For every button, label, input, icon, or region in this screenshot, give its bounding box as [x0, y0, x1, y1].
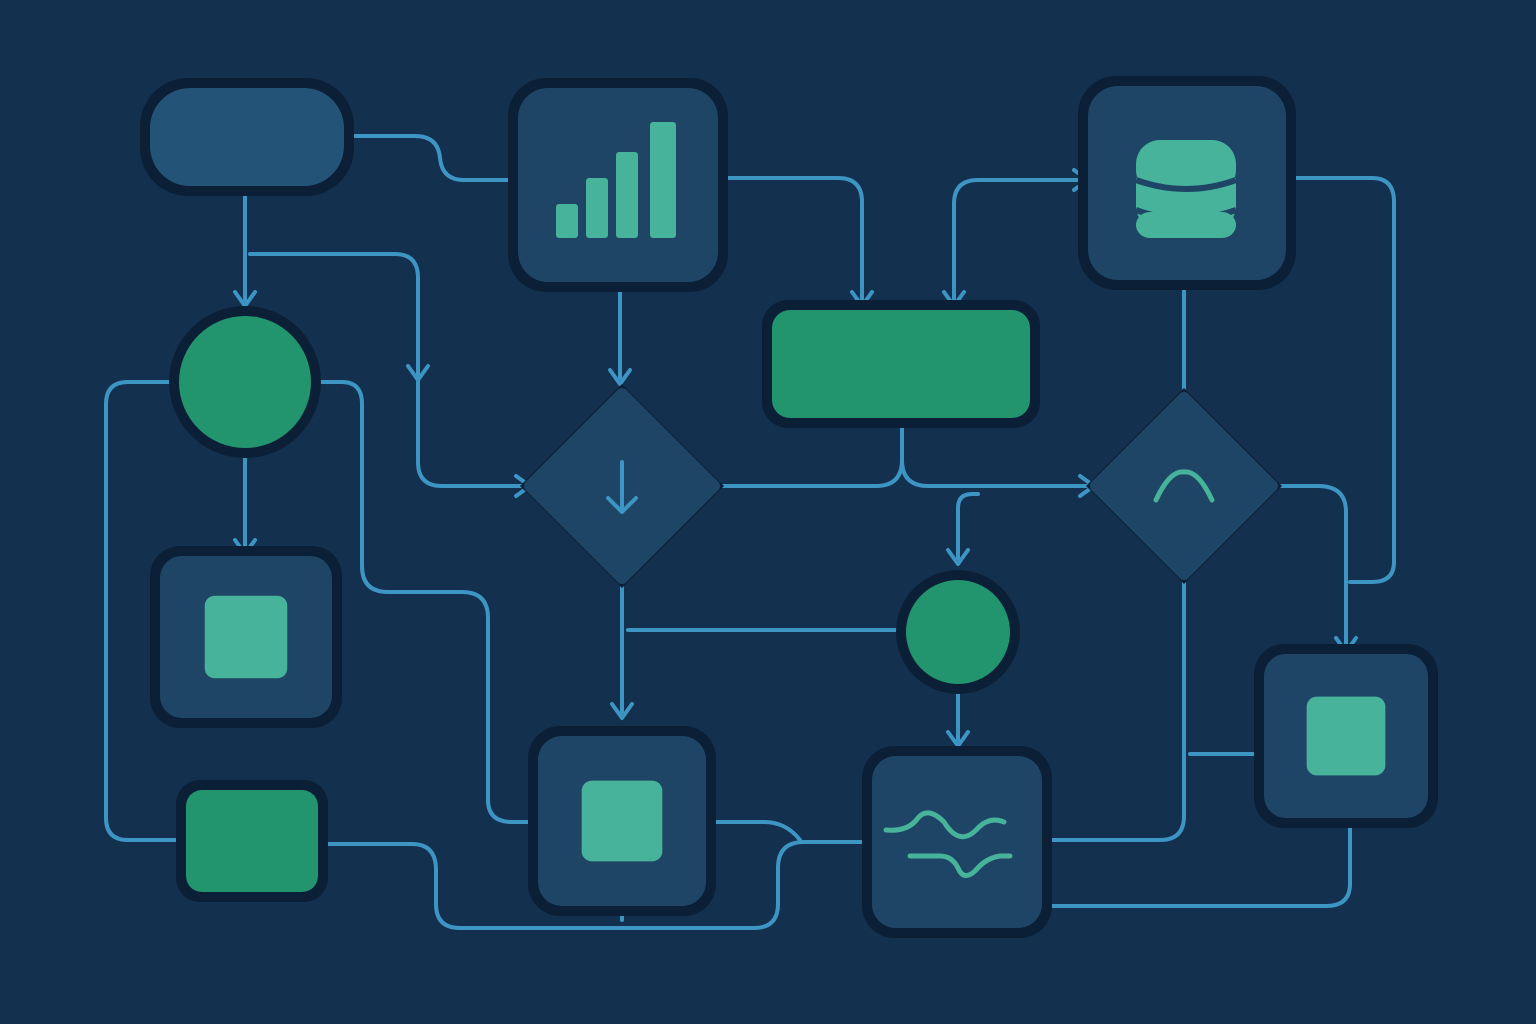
arrowhead-icon: [946, 548, 970, 566]
connector-green-circle-left-to-green-rect-bottom: [104, 380, 192, 842]
square-icon: [204, 595, 288, 679]
database-node: [1078, 76, 1296, 290]
connector-green-circle-left-to-square-center: [316, 380, 548, 824]
connector-chart-node-to-green-process-bar: [716, 176, 874, 308]
bar-chart-icon: [556, 122, 676, 238]
wave-node: [862, 746, 1052, 938]
connector-green-rect-bottom-to-wave-node: [316, 840, 876, 930]
arrowhead-icon: [610, 702, 634, 720]
square-icon: [581, 780, 663, 862]
arrow-down-icon: [606, 460, 638, 514]
connector-decision-down-to-decision-arc: [710, 418, 1096, 498]
square-right: [1254, 644, 1438, 828]
connector-green-circle-left-to-square-left: [233, 452, 257, 556]
connector-green-process-bar-to-green-circle-small: [946, 492, 980, 566]
decision-down: [520, 384, 724, 588]
connector-database-node-to-square-right: [1284, 176, 1396, 584]
arrowhead-icon: [406, 364, 430, 382]
start-pill: [140, 78, 354, 196]
arrowhead-icon: [608, 368, 632, 386]
arc-icon: [1153, 469, 1215, 503]
connector-decision-arc-to-square-right: [1270, 484, 1358, 654]
connector-green-process-bar-to-database-node: [942, 168, 1090, 308]
connector-start-pill-to-green-circle-left: [233, 184, 257, 308]
connector-green-circle-small-to-wave-node: [946, 692, 970, 748]
database-icon: [1134, 140, 1238, 238]
wave-icon: [883, 810, 1013, 878]
green-circle-small: [896, 570, 1020, 694]
connector-chart-node-to-decision-down: [608, 278, 632, 386]
square-icon: [1306, 696, 1386, 776]
diagram-nodes: [140, 76, 1438, 938]
connector-decision-down-to-square-center: [610, 582, 634, 720]
green-circle-left: [169, 306, 321, 458]
green-rect-bottom: [176, 780, 328, 902]
green-process-bar: [762, 300, 1040, 428]
connector-decision-arc-to-wave-node: [1040, 568, 1186, 842]
chart-node: [508, 78, 728, 292]
connector-start-pill-to-chart-node: [342, 134, 520, 182]
square-left: [150, 546, 342, 728]
decision-arc: [1086, 388, 1282, 584]
square-center: [528, 726, 716, 916]
